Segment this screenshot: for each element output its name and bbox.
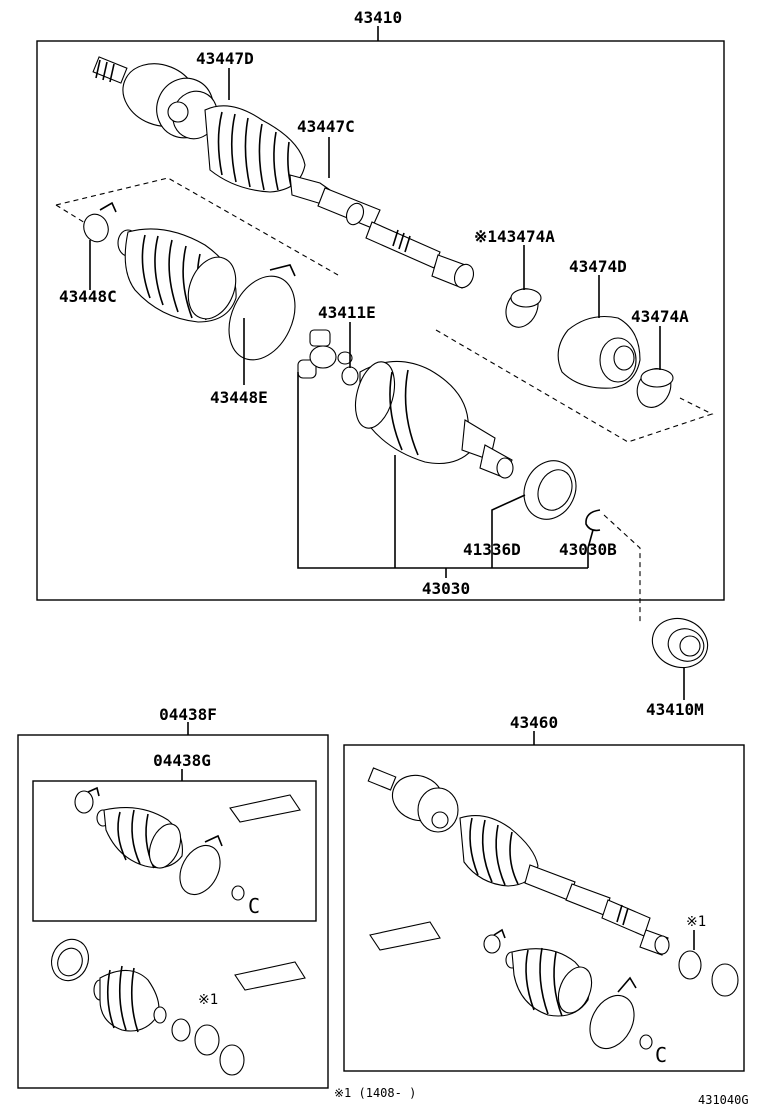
assembly-frame-43460 bbox=[343, 744, 745, 1072]
label-43448C: 43448C bbox=[59, 287, 117, 306]
kit-frame-04438F bbox=[17, 734, 329, 1089]
leader-bearing-dashed bbox=[603, 514, 641, 622]
kit-frame-04438G bbox=[32, 780, 317, 922]
label-43474D: 43474D bbox=[569, 257, 627, 276]
kit-boundary-left bbox=[55, 177, 339, 276]
label-41336D: 41336D bbox=[463, 540, 521, 559]
inner-joint-housing bbox=[354, 360, 514, 479]
lh-dust-cover-2 bbox=[711, 963, 739, 997]
drive-shaft-lh bbox=[367, 767, 670, 956]
boot-band-large bbox=[228, 264, 296, 361]
label-43030B: 43030B bbox=[559, 540, 617, 559]
kit-boundary-right bbox=[435, 329, 714, 443]
label-43474A-right: 43474A bbox=[631, 307, 689, 326]
lh-boot-kit: C bbox=[369, 921, 667, 1067]
label-rh-mark: ※1 bbox=[686, 914, 706, 930]
footnote: ※1 (1408- ) bbox=[334, 1086, 416, 1100]
lh-dust-cover-1 bbox=[678, 950, 702, 980]
label-04438G: 04438G bbox=[153, 751, 211, 770]
figure-code: 431040G bbox=[698, 1093, 749, 1107]
snap-ring bbox=[585, 509, 601, 532]
label-04438F: 04438F bbox=[159, 705, 217, 724]
label-43411E: 43411E bbox=[318, 303, 376, 322]
label-43448E: 43448E bbox=[210, 388, 268, 407]
bearing bbox=[651, 617, 709, 669]
label-kit-mark: ※1 bbox=[198, 992, 218, 1008]
svg-text:C: C bbox=[248, 894, 260, 918]
label-43474A-left: ※143474A bbox=[474, 227, 555, 246]
label-43410M: 43410M bbox=[646, 700, 704, 719]
label-43460: 43460 bbox=[510, 713, 558, 732]
dust-seal bbox=[523, 460, 577, 520]
label-43447C: 43447C bbox=[297, 117, 355, 136]
svg-text:C: C bbox=[655, 1043, 667, 1067]
label-43410: 43410 bbox=[354, 8, 402, 27]
label-43030: 43030 bbox=[422, 579, 470, 598]
kit-f-boot bbox=[50, 938, 306, 1076]
boot-clamp-small bbox=[83, 201, 117, 243]
drive-shaft-outer-assembly bbox=[92, 56, 475, 289]
boot-outer bbox=[117, 228, 237, 323]
dust-cover-left bbox=[505, 288, 542, 328]
dust-cover-right bbox=[636, 368, 674, 408]
label-43447D: 43447D bbox=[196, 49, 254, 68]
kit-g-boot: C bbox=[74, 786, 301, 918]
assembly-frame-main bbox=[36, 40, 725, 601]
dust-deflector bbox=[557, 315, 641, 389]
tripod-joint bbox=[297, 329, 359, 386]
